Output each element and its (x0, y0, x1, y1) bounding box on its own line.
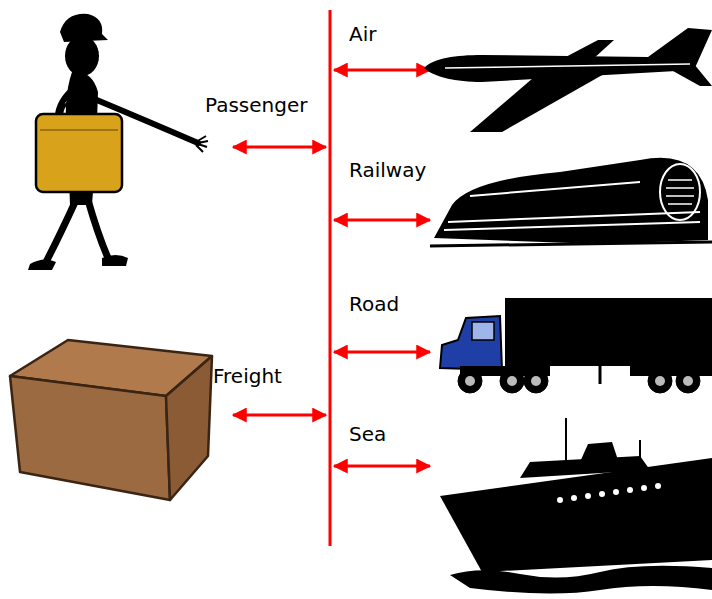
passenger-figure (28, 14, 208, 270)
railway-arrow (334, 219, 430, 222)
ship-icon (440, 418, 712, 594)
airplane-icon (424, 28, 712, 132)
mode-label: Freight (213, 364, 282, 388)
air-arrow (334, 69, 430, 72)
mode-label: Passenger (205, 93, 307, 117)
distribution-bar (329, 10, 332, 546)
train-icon (430, 158, 712, 246)
sea-arrow (334, 465, 430, 468)
mode-label: Air (349, 22, 376, 46)
mode-label: Sea (349, 422, 386, 446)
mode-label: Railway (349, 158, 426, 182)
freight-box (10, 340, 212, 500)
road-arrow (334, 351, 430, 354)
freight-arrow (233, 414, 326, 417)
mode-label: Road (349, 292, 399, 316)
passenger-arrow (233, 146, 326, 149)
truck-icon (440, 298, 712, 393)
